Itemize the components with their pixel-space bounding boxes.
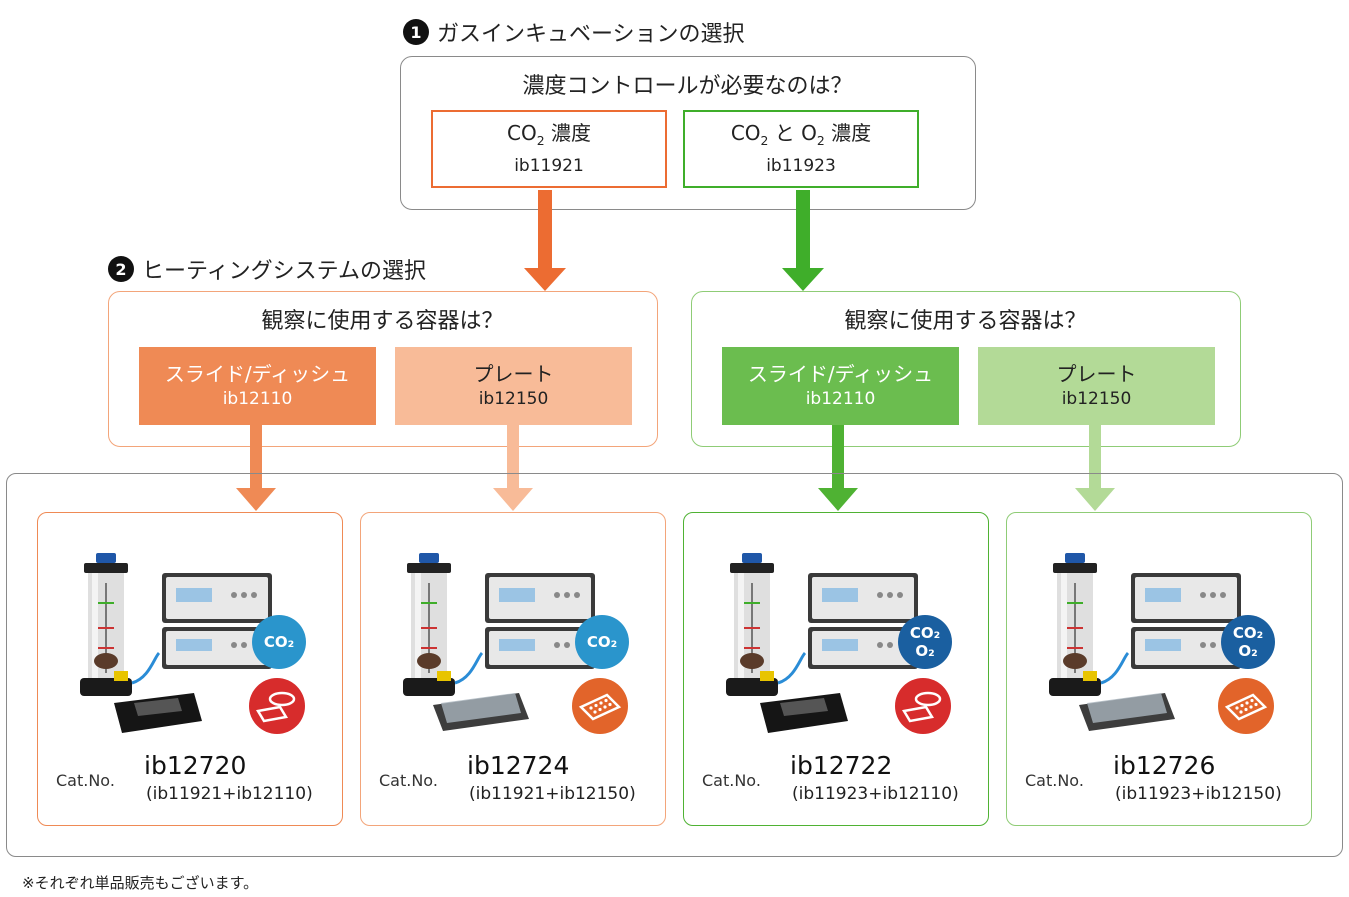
cat-no-label: Cat.No.: [379, 771, 438, 790]
equipment-illustration: [403, 553, 595, 731]
option-co2-code: ib11921: [514, 156, 584, 176]
option-co2-o2-code: ib11923: [766, 156, 836, 176]
controller-unit-bottom: [1131, 627, 1241, 669]
gas-badge-line: CO₂: [1232, 624, 1264, 642]
gas-badge-line: O₂: [915, 642, 935, 660]
option-code: ib12110: [805, 389, 876, 409]
equipment-illustration: [726, 553, 918, 733]
products-frame: [6, 473, 1343, 857]
chamber-cylinder: [1049, 553, 1130, 696]
step2-title: ヒーティングシステムの選択: [142, 259, 427, 284]
controller-unit-bottom: [162, 627, 272, 669]
equipment-image: [1043, 543, 1303, 747]
gas-badge-line: CO₂: [263, 633, 295, 651]
arrow-co2-o2: [782, 190, 824, 291]
heating-box-co2-o2: 観察に使用する容器は？ スライド/ディッシュ ib12110 プレート ib12…: [691, 291, 1241, 447]
option-co2-label: CO2 濃度: [507, 121, 591, 148]
heating-stage-slide: [114, 693, 202, 733]
equipment-image: [397, 543, 657, 747]
heating-box-co2: 観察に使用する容器は？ スライド/ディッシュ ib12110 プレート ib12…: [108, 291, 658, 447]
controller-unit-top: [162, 573, 272, 623]
footnote: ※それぞれ単品販売もございます。: [22, 874, 259, 892]
heating-stage-slide: [760, 693, 848, 733]
chamber-cylinder: [726, 553, 807, 696]
option-label: スライド/ディッシュ: [747, 362, 934, 386]
product-number: ib12722: [790, 751, 893, 780]
step1-heading: 1 ガスインキュベーションの選択: [403, 16, 745, 48]
arrow-slide-co2: [236, 425, 276, 511]
controller-unit-top: [1131, 573, 1241, 623]
step2-heading: 2 ヒーティングシステムの選択: [108, 253, 426, 285]
dish-icon: [248, 677, 306, 735]
chamber-cylinder: [403, 553, 484, 696]
equipment-illustration: [80, 553, 272, 733]
heating-stage-plate: [433, 693, 529, 731]
option-slide-dish[interactable]: スライド/ディッシュ ib12110: [139, 347, 376, 425]
option-code: ib12150: [1061, 389, 1132, 409]
heating-stage-plate: [1079, 693, 1175, 731]
gas-badge-line: CO₂: [909, 624, 941, 642]
option-co2-o2-label: CO2 と O2 濃度: [730, 121, 872, 148]
gas-badge-line: CO₂: [586, 633, 618, 651]
product-combination: (ib11921+ib12150): [469, 784, 636, 804]
chamber-cylinder: [80, 553, 161, 696]
arrow-plate-co2-o2: [1075, 425, 1115, 511]
controller-unit-top: [485, 573, 595, 623]
step-number-badge: 1: [403, 19, 429, 45]
plate-icon: [1217, 677, 1275, 735]
option-label: プレート: [473, 362, 554, 386]
product-combination: (ib11921+ib12110): [146, 784, 313, 804]
product-combination: (ib11923+ib12110): [792, 784, 959, 804]
equipment-image: [74, 543, 334, 747]
option-code: ib12150: [478, 389, 549, 409]
gas-badge-icon: CO₂: [575, 615, 629, 669]
arrow-slide-co2-o2: [818, 425, 858, 511]
option-plate[interactable]: プレート ib12150: [978, 347, 1215, 425]
product-number: ib12726: [1113, 751, 1216, 780]
option-slide-dish[interactable]: スライド/ディッシュ ib12110: [722, 347, 959, 425]
product-card[interactable]: CO₂ Cat.No. ib12724 (ib11921+ib12150): [360, 512, 666, 826]
heating-question: 観察に使用する容器は？: [261, 309, 504, 334]
controller-unit-top: [808, 573, 918, 623]
option-label: プレート: [1056, 362, 1137, 386]
option-code: ib12110: [222, 389, 293, 409]
controller-unit-bottom: [485, 627, 595, 669]
product-combination: (ib11923+ib12150): [1115, 784, 1282, 804]
heating-question: 観察に使用する容器は？: [844, 309, 1087, 334]
option-label: スライド/ディッシュ: [164, 362, 351, 386]
dish-icon: [894, 677, 952, 735]
controller-unit-bottom: [808, 627, 918, 669]
arrow-co2: [524, 190, 566, 291]
gas-question: 濃度コントロールが必要なのは？: [522, 74, 853, 99]
option-plate[interactable]: プレート ib12150: [395, 347, 632, 425]
arrow-plate-co2: [493, 425, 533, 511]
gas-control-box: 濃度コントロールが必要なのは？ CO2 濃度 ib11921 CO2 と O2 …: [400, 56, 976, 210]
equipment-image: [720, 543, 980, 747]
gas-badge-icon: CO₂: [252, 615, 306, 669]
step1-title: ガスインキュベーションの選択: [437, 22, 745, 47]
option-co2-o2[interactable]: CO2 と O2 濃度 ib11923: [683, 110, 919, 188]
gas-badge-line: O₂: [1238, 642, 1258, 660]
option-co2[interactable]: CO2 濃度 ib11921: [431, 110, 667, 188]
equipment-illustration: [1049, 553, 1241, 731]
cat-no-label: Cat.No.: [1025, 771, 1084, 790]
product-card[interactable]: CO₂ Cat.No. ib12720 (ib11921+ib12110): [37, 512, 343, 826]
step-number-badge: 2: [108, 256, 134, 282]
cat-no-label: Cat.No.: [702, 771, 761, 790]
product-number: ib12724: [467, 751, 570, 780]
product-number: ib12720: [144, 751, 247, 780]
cat-no-label: Cat.No.: [56, 771, 115, 790]
plate-icon: [571, 677, 629, 735]
